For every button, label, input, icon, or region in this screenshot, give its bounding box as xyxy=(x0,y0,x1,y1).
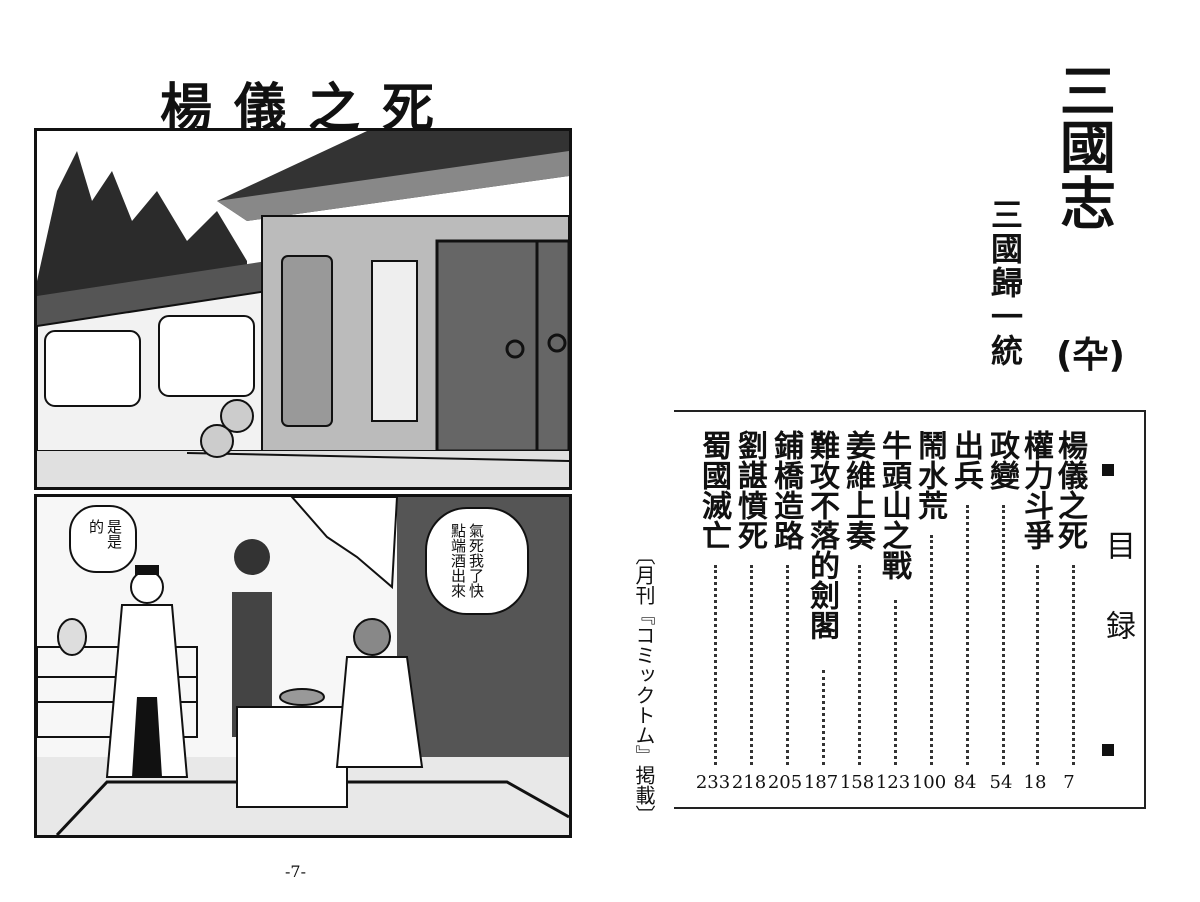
page-number: -7- xyxy=(285,862,306,881)
toc-entry-page: 123 xyxy=(875,772,911,793)
book-subtitle: 三國歸一統 xyxy=(986,198,1024,368)
toc-entry-page: 84 xyxy=(953,772,977,793)
manga-panel-audience: 是是的 氣死我了快點端酒出來 xyxy=(34,494,572,838)
toc-leader xyxy=(786,565,793,765)
toc-leader xyxy=(1072,565,1079,765)
toc-entry-title[interactable]: 姜維上奏 xyxy=(840,430,875,550)
toc-entry-title[interactable]: 牛頭山之戰 xyxy=(876,430,911,580)
toc-entry-page: 100 xyxy=(911,772,947,793)
toc-entry-page: 187 xyxy=(803,772,839,793)
toc-leader xyxy=(1036,565,1043,765)
toc-leader xyxy=(822,670,829,765)
toc-leader xyxy=(894,600,901,765)
toc-leader xyxy=(714,565,721,765)
toc-entry-title[interactable]: 鋪橋造路 xyxy=(768,430,803,550)
toc-entry-page: 205 xyxy=(767,772,803,793)
toc-leader xyxy=(1002,505,1009,765)
publication-note: 〔月刊『コミックトム』掲載〕 xyxy=(632,545,656,825)
toc-entry-title[interactable]: 劉諶憤死 xyxy=(732,430,767,550)
speech-text-official: 氣死我了快點端酒出來 xyxy=(449,523,485,598)
toc-entry-title[interactable]: 權力斗爭 xyxy=(1018,430,1053,550)
toc-entry-page: 18 xyxy=(1023,772,1047,793)
toc-entry-title[interactable]: 政變 xyxy=(984,430,1019,490)
speech-text-attendant: 是是的 xyxy=(87,519,123,549)
toc-entry-title[interactable]: 楊儀之死 xyxy=(1052,430,1087,550)
toc-leader xyxy=(930,535,937,765)
toc-leader xyxy=(858,565,865,765)
toc-leader xyxy=(750,565,757,765)
square-bullet-top xyxy=(1102,464,1114,476)
toc-entry-title[interactable]: 出兵 xyxy=(948,430,983,490)
toc-entry-page: 233 xyxy=(695,772,731,793)
toc-entry-page: 7 xyxy=(1063,772,1075,793)
manga-panel-palace-gate xyxy=(34,128,572,490)
square-bullet-bottom xyxy=(1102,744,1114,756)
table-of-contents-frame xyxy=(674,410,1146,809)
toc-leader xyxy=(966,505,973,765)
book-title: 三國志 xyxy=(1050,62,1116,230)
toc-entry-title[interactable]: 鬧水荒 xyxy=(912,430,947,520)
palace-gate-illustration xyxy=(37,131,569,487)
toc-entry-page: 158 xyxy=(839,772,875,793)
toc-entry-title[interactable]: 難攻不落的劍閣 xyxy=(804,430,839,640)
toc-heading: 目録 xyxy=(1100,530,1135,690)
speech-bubble-official: 氣死我了快點端酒出來 xyxy=(425,507,529,615)
toc-entry-title[interactable]: 蜀國滅亡 xyxy=(696,430,731,550)
volume-number: (卆) xyxy=(1056,335,1125,376)
toc-entry-page: 218 xyxy=(731,772,767,793)
speech-bubble-attendant: 是是的 xyxy=(69,505,137,573)
toc-entry-page: 54 xyxy=(989,772,1013,793)
